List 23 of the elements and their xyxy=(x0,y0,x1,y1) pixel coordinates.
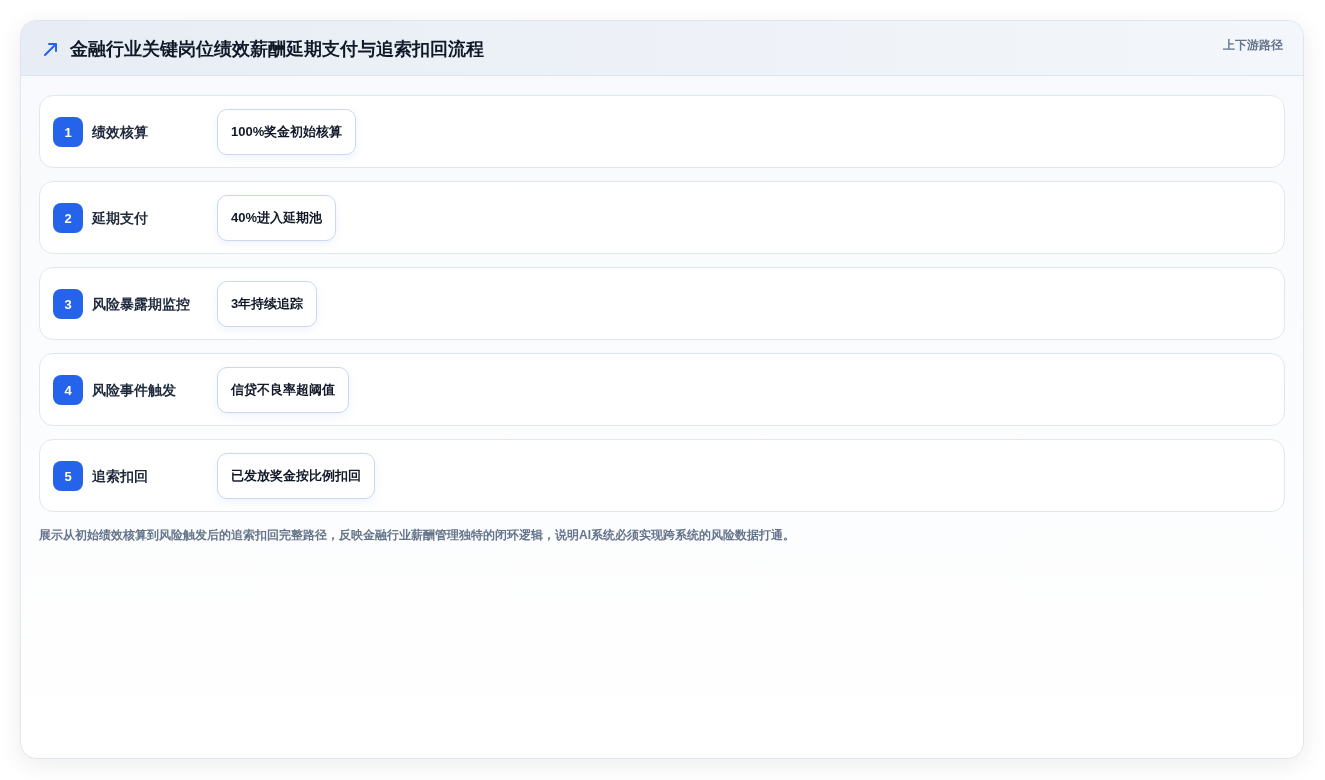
step-number-badge: 1 xyxy=(53,117,83,147)
step-row xyxy=(39,439,1285,512)
detail-tag: 信贷不良率超阈值 xyxy=(217,367,349,413)
step-row xyxy=(39,181,1285,254)
step-number-badge: 5 xyxy=(53,461,83,491)
path-label: 上下游路径 xyxy=(1223,37,1283,53)
step-number-badge: 4 xyxy=(53,375,83,405)
step-row xyxy=(39,353,1285,426)
step-name: 延期支付 xyxy=(92,208,148,228)
step-row xyxy=(39,267,1285,340)
step-number-badge: 3 xyxy=(53,289,83,319)
detail-tag: 40%进入延期池 xyxy=(217,195,337,241)
step-name: 风险事件触发 xyxy=(92,380,176,400)
caption-text: 展示从初始绩效核算到风险触发后的追索扣回完整路径，反映金融行业薪酬管理独特的闭环逻辑，说明AI系统必须实现跨系统的风险数据打通。 xyxy=(39,527,795,544)
step-name: 追索扣回 xyxy=(92,466,148,486)
detail-tag: 100%奖金初始核算 xyxy=(217,109,357,155)
detail-tag: 3年持续追踪 xyxy=(217,281,318,327)
detail-tag: 已发放奖金按比例扣回 xyxy=(217,453,375,499)
step-row xyxy=(39,95,1285,168)
diagram-title: 金融行业关键岗位绩效薪酬延期支付与追索扣回流程 xyxy=(70,37,484,61)
step-name: 风险暴露期监控 xyxy=(92,294,190,314)
step-name: 绩效核算 xyxy=(92,122,148,142)
step-number-badge: 2 xyxy=(53,203,83,233)
